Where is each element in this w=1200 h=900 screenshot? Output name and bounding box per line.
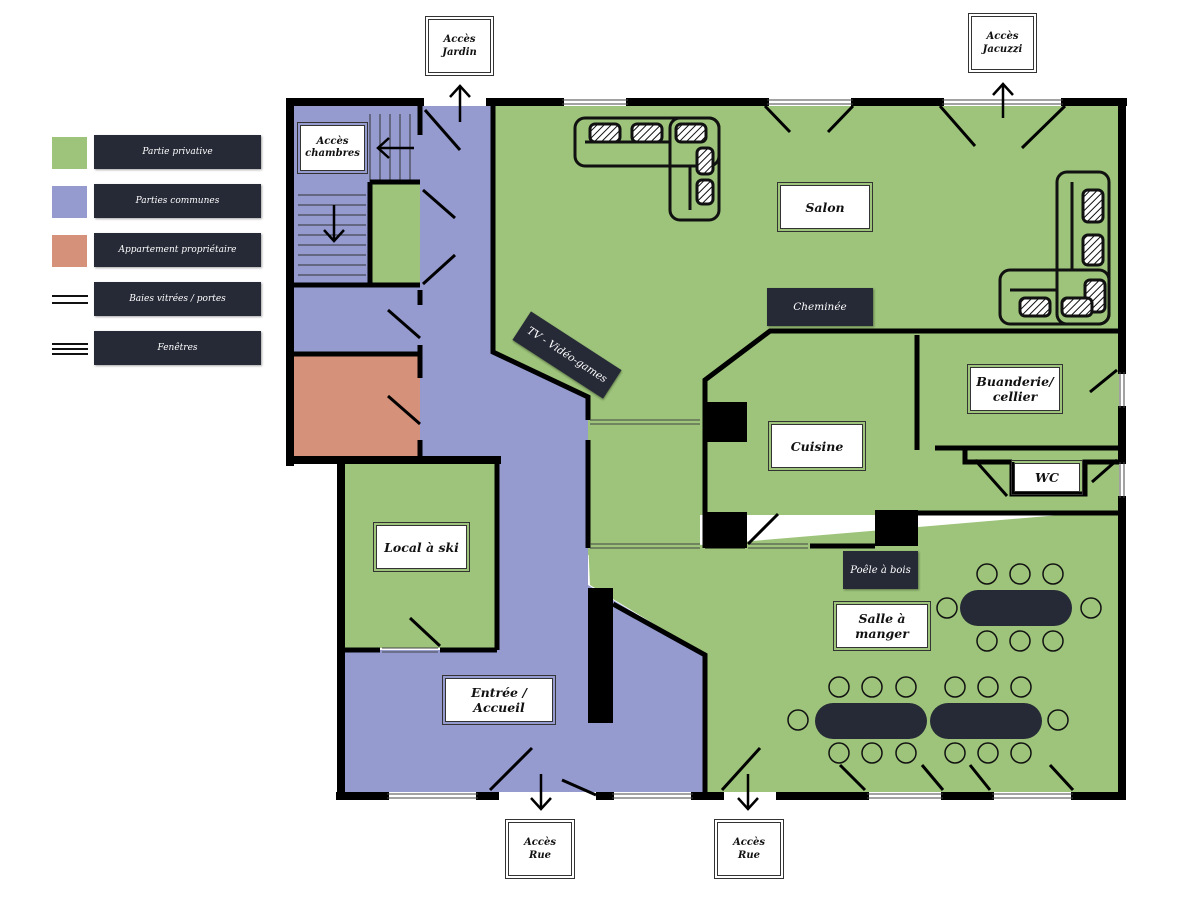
acces-jardin-box: Accès Jardin (425, 16, 494, 76)
cheminee-label: Cheminée (767, 288, 873, 326)
acces-chambres-label: Accès chambres (297, 122, 368, 174)
cuisine-label: Cuisine (768, 421, 866, 471)
acces-jacuzzi-box: Accès Jacuzzi (968, 13, 1037, 73)
inner-walls (294, 106, 1119, 792)
sofa-top (573, 116, 721, 222)
owner-swatch (52, 235, 87, 267)
direction-arrows (323, 82, 1014, 811)
poele-label: Poêle à bois (843, 551, 918, 589)
acces-rue-left-box: Accès Rue (505, 819, 575, 879)
legend-item-owner: Appartement propriétaire (52, 233, 262, 269)
walls (286, 98, 1127, 800)
legend-label: Partie privative (94, 135, 261, 169)
legend-label: Fenêtres (94, 331, 261, 365)
salon-label: Salon (777, 182, 873, 232)
legend-item-private: Partie privative (52, 135, 262, 171)
private-swatch (52, 137, 87, 169)
legend-item-windows: Fenêtres (52, 331, 262, 367)
entree-label: Entrée / Accueil (442, 675, 556, 725)
wall-blocks (588, 402, 918, 723)
legend-item-common: Parties communes (52, 184, 262, 220)
legend-label: Baies vitrées / portes (94, 282, 261, 316)
legend-item-bay-windows: Baies vitrées / portes (52, 282, 262, 318)
legend-label: Parties communes (94, 184, 261, 218)
glass-openings (382, 99, 1125, 799)
buanderie-label: Buanderie/ cellier (967, 364, 1063, 414)
acces-rue-right-box: Accès Rue (714, 819, 784, 879)
dining-chairs (787, 563, 1102, 764)
legend-label: Appartement propriétaire (94, 233, 261, 267)
salle-manger-label: Salle à manger (833, 601, 931, 651)
dining-tables (815, 590, 1072, 739)
local-ski-label: Local à ski (373, 522, 470, 572)
common-swatch (52, 186, 87, 218)
door-swings (387, 104, 1118, 797)
wc-label: WC (1011, 460, 1083, 495)
sofa-right (998, 170, 1111, 326)
